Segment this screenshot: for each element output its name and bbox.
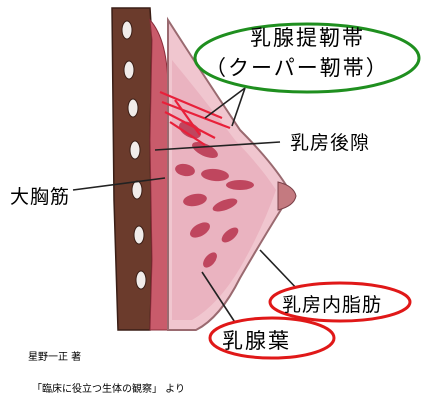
label-intramammary-fat: 乳房内脂肪 (282, 290, 382, 317)
label-ligament-alt: （クーパー靭帯） (205, 52, 389, 82)
label-pectoralis-major: 大胸筋 (10, 182, 70, 209)
credit-author: 星野一正 著 (28, 348, 81, 363)
nipple (278, 182, 296, 210)
credit-source: 「臨床に役立つ生体の観察」 より (32, 380, 185, 395)
label-mammary-lobe: 乳腺葉 (222, 325, 291, 355)
label-retromammary-space: 乳房後隙 (290, 128, 370, 155)
fatty-tissue (172, 60, 276, 320)
label-ligament-title: 乳腺提靭帯 (250, 22, 365, 52)
